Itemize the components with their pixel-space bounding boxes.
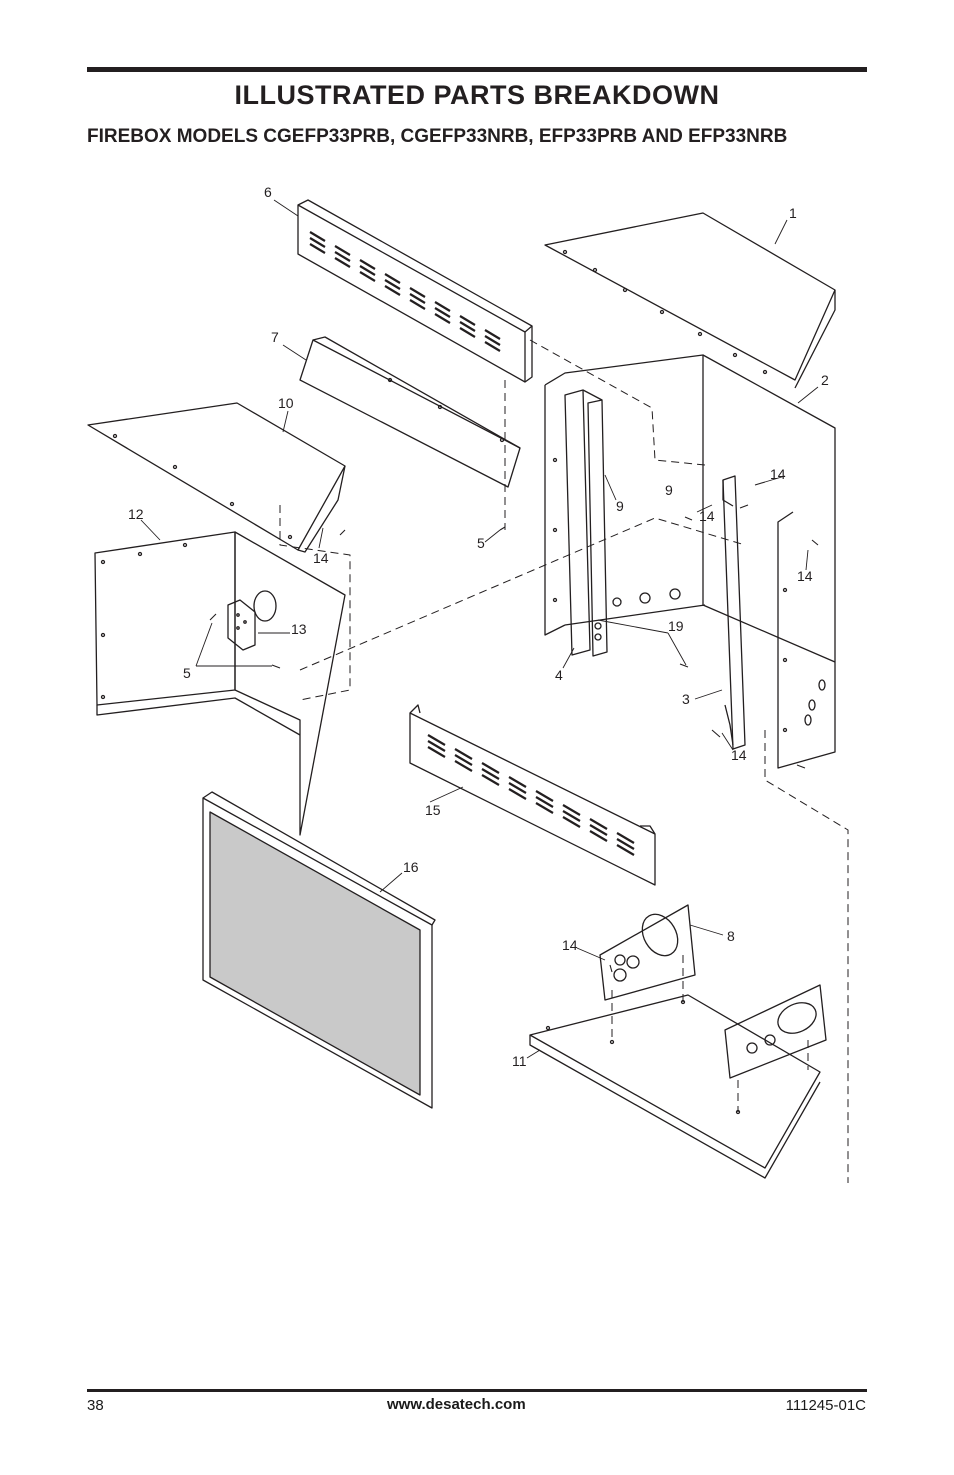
part-10-top-panel-left (87, 402, 346, 553)
part-3-right-channel (722, 475, 746, 750)
callout-2: 2 (821, 372, 829, 388)
part-4-left-channel (564, 389, 608, 657)
callout-14-f: 14 (562, 937, 578, 953)
part-1-top-panel-right (544, 212, 836, 389)
callout-labels: 6 1 7 2 10 14 9 9 14 12 5 14 14 19 13 5 … (128, 184, 829, 1069)
callout-14-c: 14 (313, 550, 329, 566)
callout-5-a: 5 (477, 535, 485, 551)
callout-11: 11 (512, 1053, 527, 1069)
part-13-bracket-plate (227, 590, 277, 651)
part-16-glass-frame (202, 791, 436, 1109)
page-subtitle: FIREBOX MODELS CGEFP33PRB, CGEFP33NRB, E… (87, 126, 788, 147)
callout-16: 16 (403, 859, 419, 875)
document-number: 111245-01C (785, 1397, 866, 1414)
callout-8: 8 (727, 928, 735, 944)
callout-19: 19 (668, 618, 684, 634)
part-8-burner-bracket-right (724, 984, 827, 1079)
callout-14-a: 14 (770, 466, 786, 482)
callout-1: 1 (789, 205, 797, 221)
callout-5-b: 5 (183, 665, 191, 681)
parts-diagram: 6 1 7 2 10 14 9 9 14 12 5 14 14 19 13 5 … (87, 184, 849, 1183)
callout-10: 10 (278, 395, 294, 411)
callout-14-b: 14 (699, 508, 715, 524)
website-link[interactable]: www.desatech.com (387, 1396, 526, 1413)
assembly-lines (279, 339, 849, 1183)
callout-13: 13 (291, 621, 307, 637)
part-11-floor-panel (529, 994, 821, 1179)
callout-9-b: 9 (616, 498, 624, 514)
part-7-deflector (299, 336, 521, 488)
part-8-burner-bracket (599, 904, 696, 1001)
part-6-top-grille (297, 199, 533, 383)
callout-9-a: 9 (665, 482, 673, 498)
callout-4: 4 (555, 667, 563, 683)
bottom-rule (87, 1389, 867, 1392)
page-title: ILLUSTRATED PARTS BREAKDOWN (234, 80, 720, 110)
callout-3: 3 (682, 691, 690, 707)
callout-14-d: 14 (797, 568, 813, 584)
leader-lines (140, 199, 819, 1059)
part-12-left-side-panel (94, 531, 346, 836)
page-number: 38 (87, 1397, 104, 1414)
callout-15: 15 (425, 802, 441, 818)
screws (209, 481, 819, 973)
callout-14-e: 14 (731, 747, 747, 763)
part-2-firebox-wall (544, 354, 836, 769)
callout-6: 6 (264, 184, 272, 200)
part-15-bottom-grille (409, 704, 656, 886)
callout-7: 7 (271, 329, 279, 345)
top-rule (87, 67, 867, 72)
callout-12: 12 (128, 506, 144, 522)
